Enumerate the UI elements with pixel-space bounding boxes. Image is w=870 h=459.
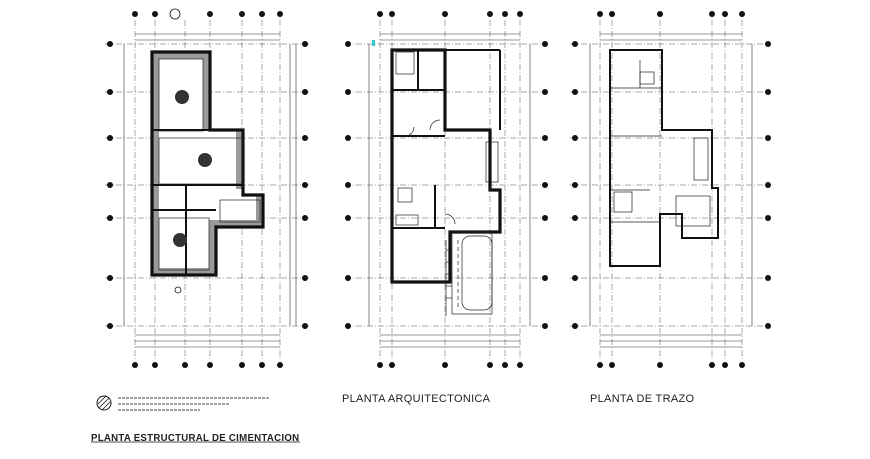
layout-plan: [570, 11, 771, 368]
architectural-plan-title: PLANTA ARQUITECTONICA: [342, 393, 491, 405]
foundation-plan-title: PLANTA ESTRUCTURAL DE CIMENTACION: [91, 432, 300, 444]
architectural-walls: [390, 48, 502, 284]
foundation-pad-symbols: [173, 90, 212, 294]
cursor-marker: [372, 40, 375, 46]
foundation-plan: [91, 8, 310, 443]
layout-axis-markers: [572, 11, 771, 368]
layout-dimensions: [589, 33, 753, 348]
architectural-plan: [345, 11, 548, 368]
architectural-dimensions: [368, 33, 531, 348]
foundation-axis-markers: [107, 8, 308, 368]
layout-plan-title: PLANTA DE TRAZO: [590, 393, 695, 405]
layout-grid-lines: [570, 20, 770, 360]
architectural-axis-markers: [345, 11, 548, 368]
foundation-legend: [91, 395, 300, 443]
layout-walls: [609, 49, 719, 267]
architectural-garage: [445, 231, 493, 316]
foundation-dimensions: [123, 33, 297, 348]
